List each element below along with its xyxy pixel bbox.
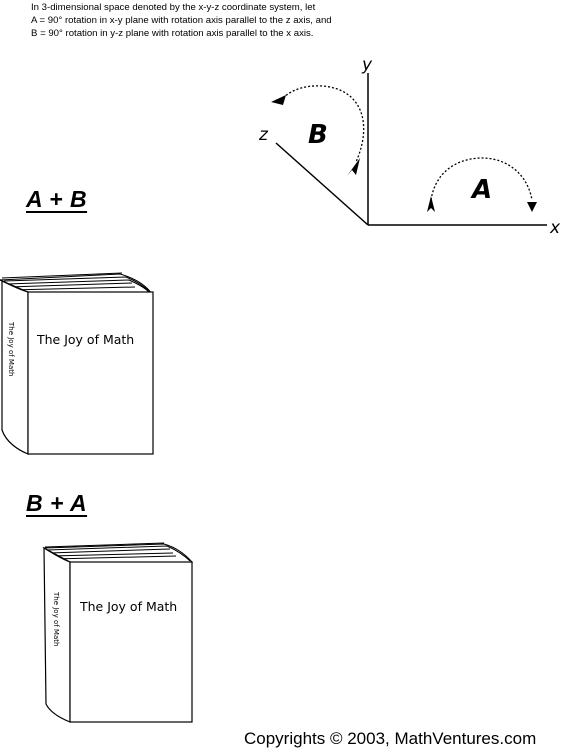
- rotation-a-label: A: [470, 175, 492, 205]
- rotation-a-arc: [430, 157, 533, 201]
- book-spine-title: The Joy of Math: [7, 321, 15, 376]
- y-axis-label: y: [361, 55, 373, 75]
- z-axis: [275, 142, 369, 226]
- heading-a-plus-b: A + B: [26, 186, 88, 212]
- rotation-a-arrowhead-icon: [427, 196, 435, 212]
- book-illustration-1: The Joy of Math The Joy of Math: [0, 272, 154, 455]
- rotation-a-end-arrowhead-icon: [527, 202, 537, 212]
- rotation-b-label: B: [308, 120, 328, 150]
- heading-b-plus-a: B + A: [26, 490, 88, 516]
- intro-line-2: A = 90° rotation in x-y plane with rotat…: [31, 15, 332, 26]
- book-cover-title: The Joy of Math: [36, 332, 134, 347]
- book-spine-title: The Joy of Math: [52, 591, 60, 646]
- book-cover: [27, 291, 154, 455]
- x-axis-label: x: [549, 218, 561, 238]
- book-illustration-2: The Joy of Math The Joy of Math: [42, 542, 194, 723]
- rotation-b-arc: [282, 85, 365, 163]
- z-axis-label: z: [258, 125, 269, 145]
- book-cover-title: The Joy of Math: [79, 599, 177, 614]
- rotation-b-arrowhead-icon: [271, 95, 286, 105]
- copyright-footer: Copyrights © 2003, MathVentures.com: [244, 729, 537, 748]
- intro-text: In 3-dimensional space denoted by the x-…: [31, 1, 332, 40]
- intro-line-3: B = 90° rotation in y-z plane with rotat…: [31, 28, 314, 39]
- intro-line-1: In 3-dimensional space denoted by the x-…: [31, 2, 316, 13]
- rotation-b-end-arrowhead-icon: [347, 158, 360, 176]
- book-cover: [69, 561, 193, 723]
